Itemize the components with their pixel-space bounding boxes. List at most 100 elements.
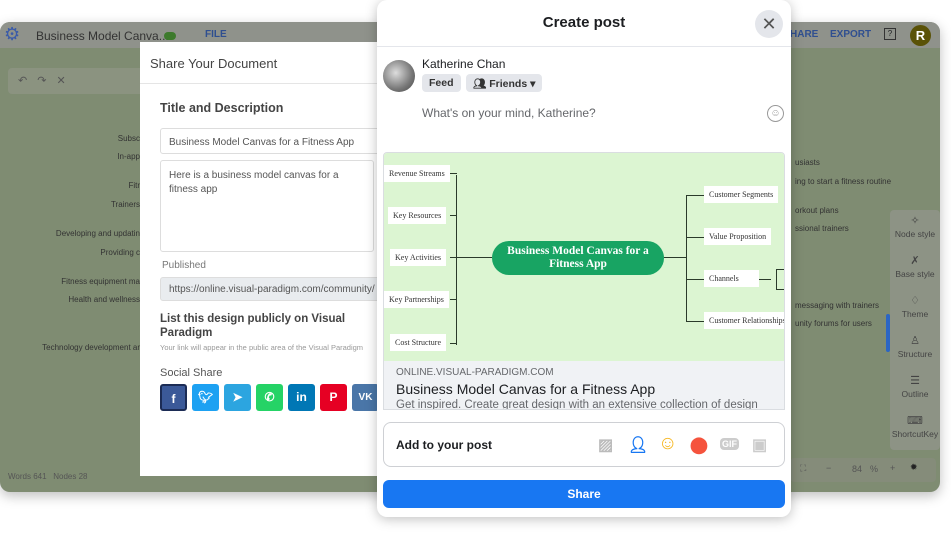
post-text-input[interactable]: What's on your mind, Katherine? xyxy=(422,106,596,120)
node-style-icon: ✧ xyxy=(910,215,920,227)
app-logo-icon: ⚙ xyxy=(4,24,21,44)
live-video-icon[interactable]: ▣ xyxy=(752,437,768,454)
facebook-share-button[interactable]: f xyxy=(160,384,187,411)
outline-icon: ☰ xyxy=(910,375,920,387)
social-share-label: Social Share xyxy=(160,367,223,379)
help-icon[interactable]: ? xyxy=(884,28,896,40)
zoom-value: 84 xyxy=(852,464,863,474)
link-info: ONLINE.VISUAL-PARADIGM.COM Business Mode… xyxy=(384,361,784,410)
tag-people-icon[interactable]: 👤︎ xyxy=(628,437,649,454)
whatsapp-share-button[interactable]: ✆ xyxy=(256,384,283,411)
edit-toolbar: ↶↷✕ xyxy=(8,68,148,94)
structure-icon: ♙ xyxy=(910,335,920,347)
vk-icon: VK xyxy=(358,392,373,403)
share-button[interactable]: Share xyxy=(383,480,785,508)
user-name: Katherine Chan xyxy=(422,57,506,71)
zoom-unit: % xyxy=(870,464,879,474)
base-style-button[interactable]: ✗Base style xyxy=(890,250,940,290)
canvas-node[interactable]: In-app xyxy=(117,152,140,161)
section-title: Title and Description xyxy=(160,101,284,115)
outline-button[interactable]: ☰Outline xyxy=(890,370,940,410)
emoji-icon[interactable]: ☺ xyxy=(767,105,784,122)
canvas-node[interactable]: Health and wellness xyxy=(68,295,140,304)
pinterest-share-button[interactable]: P xyxy=(320,384,347,411)
close-icon[interactable]: ✕ xyxy=(755,10,783,38)
pinterest-icon: P xyxy=(329,390,338,404)
divider xyxy=(377,46,791,47)
feeling-icon[interactable]: ☺ xyxy=(658,433,678,454)
structure-button[interactable]: ♙Structure xyxy=(890,330,940,370)
magic-wand-icon: ✗ xyxy=(910,255,920,267)
format-icon[interactable]: ✕ xyxy=(56,75,76,87)
gif-icon[interactable]: GIF xyxy=(720,438,739,450)
zoom-bar: ⛶ − 84 % + ✹ xyxy=(790,458,936,482)
undo-icon[interactable]: ↶ xyxy=(18,75,38,87)
side-panel: ✧Node style ✗Base style ♢Theme ♙Structur… xyxy=(890,210,940,450)
audience-selector[interactable]: 👥︎ Friends ▾ xyxy=(466,74,543,92)
status-bar: Words 641 Nodes 28 xyxy=(8,472,88,481)
canvas-node[interactable]: Fitr xyxy=(128,181,140,190)
cloud-saved-icon xyxy=(164,32,176,40)
document-title[interactable]: Business Model Canva... xyxy=(36,29,169,43)
photo-icon[interactable]: ▨ xyxy=(598,437,614,454)
feed-chip[interactable]: Feed xyxy=(422,74,461,92)
published-url[interactable]: https://online.visual-paradigm.com/commu… xyxy=(160,277,390,301)
share-document-dialog: Share Your Document Title and Descriptio… xyxy=(140,42,390,476)
title-input[interactable]: Business Model Canvas for a Fitness App xyxy=(160,128,390,154)
telegram-share-button[interactable]: ➤ xyxy=(224,384,251,411)
node-style-button[interactable]: ✧Node style xyxy=(890,210,940,250)
export-menu[interactable]: EXPORT xyxy=(830,29,872,40)
brightness-icon[interactable]: ✹ xyxy=(910,462,918,472)
canvas-node[interactable]: unity forums for users xyxy=(795,319,872,328)
shirt-icon: ♢ xyxy=(910,295,920,307)
keyboard-icon: ⌨ xyxy=(907,415,923,427)
file-menu[interactable]: FILE xyxy=(205,29,227,40)
canvas-node[interactable]: Providing c xyxy=(100,248,140,257)
canvas-node[interactable]: ssional trainers xyxy=(795,224,849,233)
linkedin-icon: in xyxy=(296,390,307,404)
link-description: Get inspired. Create great design with a… xyxy=(396,399,758,410)
mindmap-central-node: Business Model Canvas for a Fitness App xyxy=(492,241,664,275)
canvas-node[interactable]: Technology development ar xyxy=(42,343,140,352)
mindmap-node: Key Activities xyxy=(390,249,446,266)
friends-icon: 👥︎ xyxy=(473,78,490,90)
canvas-node[interactable]: orkout plans xyxy=(795,206,839,215)
dialog-title: Share Your Document xyxy=(140,42,380,84)
mindmap-node: Customer Segments xyxy=(704,186,779,203)
user-avatar[interactable]: R xyxy=(910,25,931,46)
mindmap-node: Customer Relationships xyxy=(704,312,784,329)
zoom-out-button[interactable]: − xyxy=(826,463,832,473)
link-preview[interactable]: Revenue Streams Key Resources Key Activi… xyxy=(383,152,785,410)
location-icon[interactable]: ⬤ xyxy=(690,437,708,454)
mindmap-node: Cost Structure xyxy=(390,334,446,351)
canvas-node[interactable]: Trainers xyxy=(110,200,140,209)
canvas-node[interactable]: ing to start a fitness routine xyxy=(795,177,892,186)
mindmap-image: Revenue Streams Key Resources Key Activi… xyxy=(384,153,784,361)
canvas-node[interactable]: Subsc xyxy=(117,134,140,143)
telegram-icon: ➤ xyxy=(232,390,243,404)
twitter-share-button[interactable]: 🐦︎ xyxy=(192,384,219,411)
canvas-node[interactable]: Developing and updatin xyxy=(55,229,140,238)
zoom-in-button[interactable]: + xyxy=(890,463,896,473)
vk-share-button[interactable]: VK xyxy=(352,384,379,411)
theme-button[interactable]: ♢Theme xyxy=(890,290,940,330)
facebook-icon: f xyxy=(171,392,176,406)
mindmap-node: Key Resources xyxy=(388,207,447,224)
add-to-post-label: Add to your post xyxy=(396,438,492,452)
canvas-node[interactable]: messaging with trainers xyxy=(795,301,880,310)
linkedin-share-button[interactable]: in xyxy=(288,384,315,411)
description-textarea[interactable]: Here is a business model canvas for a fi… xyxy=(160,160,374,252)
redo-icon[interactable]: ↷ xyxy=(37,75,57,87)
canvas-node[interactable]: Fitness equipment ma xyxy=(61,277,140,286)
fit-icon[interactable]: ⛶ xyxy=(800,463,807,473)
canvas-node[interactable]: usiasts xyxy=(795,158,820,167)
shortcut-key-button[interactable]: ⌨ShortcutKey xyxy=(891,415,939,439)
share-menu[interactable]: HARE xyxy=(790,29,819,40)
avatar xyxy=(383,60,415,92)
twitter-icon: 🐦︎ xyxy=(197,390,214,404)
published-label: Published xyxy=(162,260,206,271)
panel-toggle-handle[interactable] xyxy=(886,314,890,352)
list-publicly-title: List this design publicly on Visual Para… xyxy=(160,313,346,339)
link-domain: ONLINE.VISUAL-PARADIGM.COM xyxy=(396,367,554,378)
link-title: Business Model Canvas for a Fitness App xyxy=(396,381,656,397)
